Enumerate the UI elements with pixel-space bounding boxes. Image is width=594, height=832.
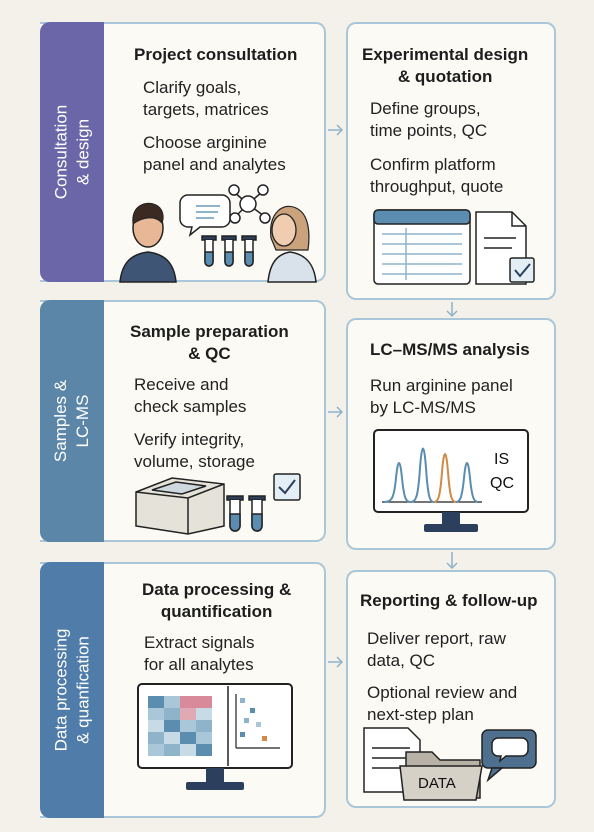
spreadsheet-icon xyxy=(373,209,471,285)
people-icon xyxy=(119,202,317,283)
card-title: LC–MS/MS analysis xyxy=(370,340,530,359)
lane-data-processing: Data processing & quanfication xyxy=(40,562,104,818)
chromatogram-icon xyxy=(382,447,482,503)
card-title: Project consultation xyxy=(134,45,298,64)
test-tubes-icon xyxy=(226,495,266,532)
card-item: Deliver report, raw data, QC xyxy=(367,629,506,670)
card-title: Experimental design & quotation xyxy=(362,45,529,86)
card-item: Confirm platform throughput, quote xyxy=(370,155,504,196)
arrow-down-icon xyxy=(446,302,458,318)
processing-monitor-icon xyxy=(137,683,293,790)
sample-prep-illustration xyxy=(135,473,301,535)
card-item: Define groups, time points, QC xyxy=(370,99,488,140)
checkmark-icon xyxy=(273,473,301,501)
reporting-illustration: DATA xyxy=(363,727,537,801)
card-item: Run arginine panel by LC-MS/MS xyxy=(370,376,513,417)
arrow-right-icon xyxy=(328,124,344,136)
chat-icon xyxy=(481,729,537,783)
card-title: Data processing & quantification xyxy=(142,580,292,621)
monitor-icon: IS QC xyxy=(373,429,529,532)
lane-samples-lcms: Samples & LC-MS xyxy=(40,300,104,542)
lane-consultation-design: Consultation & design xyxy=(40,22,104,282)
card-item: Extract signals for all analytes xyxy=(144,633,255,674)
consultation-illustration xyxy=(119,184,317,283)
folder-icon: DATA xyxy=(399,751,483,801)
card-item: Receive and check samples xyxy=(134,375,247,416)
card-item: Optional review and next-step plan xyxy=(367,683,518,724)
arrow-down-icon xyxy=(446,552,458,570)
test-tubes-icon xyxy=(201,235,257,267)
card-item: Clarify goals, targets, matrices xyxy=(143,78,269,119)
design-illustration xyxy=(373,209,535,285)
sample-box-icon xyxy=(135,477,225,535)
molecule-icon xyxy=(228,184,271,224)
card-item: Verify integrity, volume, storage xyxy=(134,430,255,471)
arrow-right-icon xyxy=(328,656,344,668)
folder-label: DATA xyxy=(418,775,456,792)
monitor-label: IS xyxy=(494,451,509,468)
card-title: Reporting & follow-up xyxy=(360,591,538,610)
card-item: Choose arginine panel and analytes xyxy=(143,133,286,174)
heatmap-icon xyxy=(148,696,212,756)
speech-bubble-icon xyxy=(179,194,231,237)
monitor-label: QC xyxy=(490,475,514,492)
scatter-plot-icon xyxy=(235,694,280,749)
checkmark-icon xyxy=(509,257,535,283)
card-title: Sample preparation & QC xyxy=(130,322,289,363)
arrow-right-icon xyxy=(328,406,344,418)
